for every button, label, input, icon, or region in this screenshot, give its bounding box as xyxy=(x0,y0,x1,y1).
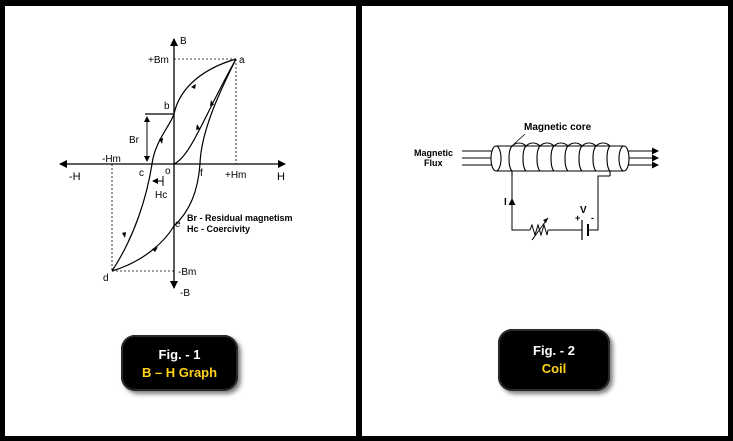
loop-direction-arrows xyxy=(122,84,214,252)
label-h-axis: H xyxy=(277,171,285,183)
flux-lines-in xyxy=(462,150,496,166)
label-point-a: a xyxy=(239,55,245,66)
label-point-c: c xyxy=(139,168,144,179)
initial-magnetization-curve xyxy=(173,58,237,165)
flux-lines-out xyxy=(624,147,659,169)
label-point-b: b xyxy=(164,101,170,112)
label-neg-b-axis: -B xyxy=(180,288,190,299)
label-pos-hm: +Hm xyxy=(225,170,246,181)
caption-title: B – H Graph xyxy=(141,365,218,380)
circuit-wires xyxy=(511,175,610,231)
label-origin-o: o xyxy=(165,166,171,177)
coil-diagram: Magnetic core Magnetic Flux I V + - xyxy=(414,122,659,241)
label-flux-line1: Magnetic xyxy=(414,148,453,158)
label-pos-bm: +Bm xyxy=(148,55,169,66)
label-neg-hm: -Hm xyxy=(102,154,121,165)
label-battery-plus: + xyxy=(575,213,580,223)
descending-branch xyxy=(111,58,237,272)
figure-caption-1: Fig. - 1 B – H Graph xyxy=(121,335,238,391)
bh-graph-diagram: B -B H -H +Bm -Bm +Hm -Hm a b c d e f o … xyxy=(59,36,293,299)
bh-graph-panel: B -B H -H +Bm -Bm +Hm -Hm a b c d e f o … xyxy=(5,6,356,436)
guide-lines xyxy=(111,58,237,272)
label-b-axis: B xyxy=(180,36,187,47)
label-point-d: d xyxy=(103,273,109,284)
label-magnetic-core: Magnetic core xyxy=(524,122,592,133)
caption-number: Fig. - 2 xyxy=(533,343,575,358)
label-neg-h-axis: -H xyxy=(69,171,81,183)
label-neg-bm: -Bm xyxy=(178,267,196,278)
battery xyxy=(581,220,589,240)
label-flux-line2: Flux xyxy=(424,158,443,168)
caption-number: Fig. - 1 xyxy=(158,347,201,362)
caption-title: Coil xyxy=(541,361,567,376)
coil-panel: Magnetic core Magnetic Flux I V + - Fig.… xyxy=(362,6,728,436)
legend-hc: Hc - Coercivity xyxy=(187,224,250,234)
figure-caption-2: Fig. - 2 Coil xyxy=(498,329,610,391)
variable-resistor-arrowhead xyxy=(543,218,548,223)
label-point-f: f xyxy=(200,168,203,179)
legend-br: Br - Residual magnetism xyxy=(187,213,293,223)
label-current: I xyxy=(504,197,507,208)
label-hc: Hc xyxy=(155,190,167,201)
core-pointer xyxy=(513,133,526,145)
label-battery-minus: - xyxy=(591,213,594,223)
coil-windings xyxy=(508,142,611,176)
label-point-e: e xyxy=(175,219,181,230)
magnetic-core xyxy=(490,145,630,172)
label-voltage: V xyxy=(580,205,587,216)
label-br: Br xyxy=(129,135,140,146)
